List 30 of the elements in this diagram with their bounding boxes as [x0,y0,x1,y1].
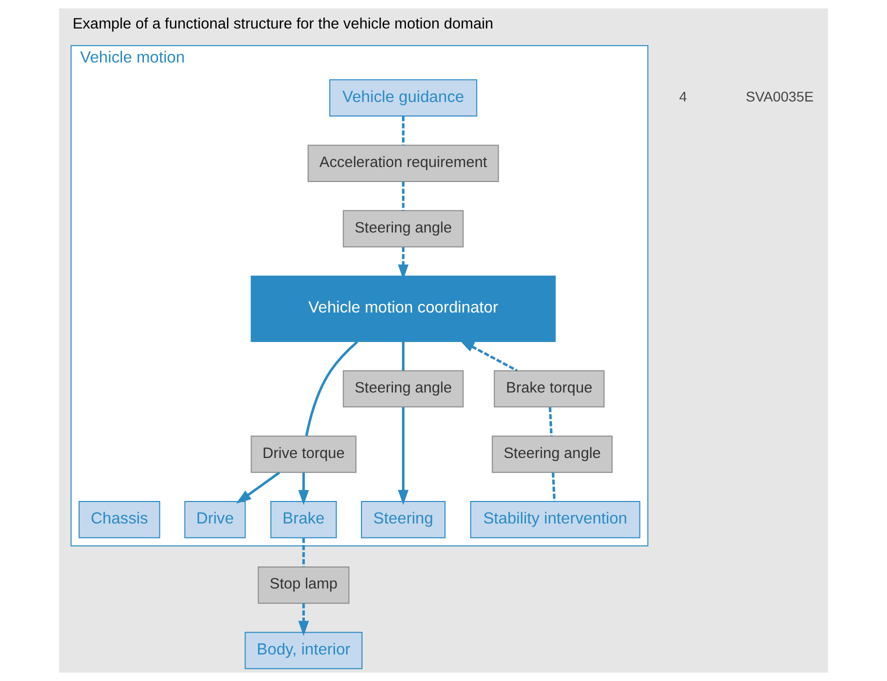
label: SVA0035E [746,88,814,105]
arrow [236,472,280,504]
connector [402,342,404,371]
node-box: Stability intervention [470,501,640,538]
node-box: Vehicle guidance [329,79,478,117]
node-box: Drive [184,501,246,538]
arrow [398,407,409,505]
connector [402,116,404,146]
arrow [459,340,518,372]
arrow [298,603,309,636]
connector [548,407,553,436]
node-box: Steering angle [342,210,464,248]
node-box: Steering angle [342,370,464,408]
node-box: Brake [270,501,337,538]
label: 4 [679,88,687,105]
node-box: Brake torque [494,370,605,408]
connector [302,538,305,567]
node-box: Steering [360,501,446,538]
node-box: Chassis [78,501,160,538]
node-box: Acceleration requirement [308,144,499,182]
diagram-title: Example of a functional structure for the vehicle motion domain [72,15,494,32]
connector [402,182,404,210]
connector [305,340,358,436]
node-box: Vehicle motion coordinator [250,276,556,342]
node-box: Stop lamp [258,566,350,604]
node-box: Drive torque [250,436,356,473]
connector [552,472,556,502]
arrow [298,472,309,506]
node-box: Body, interior [244,632,362,670]
node-box: Steering angle [492,436,613,473]
